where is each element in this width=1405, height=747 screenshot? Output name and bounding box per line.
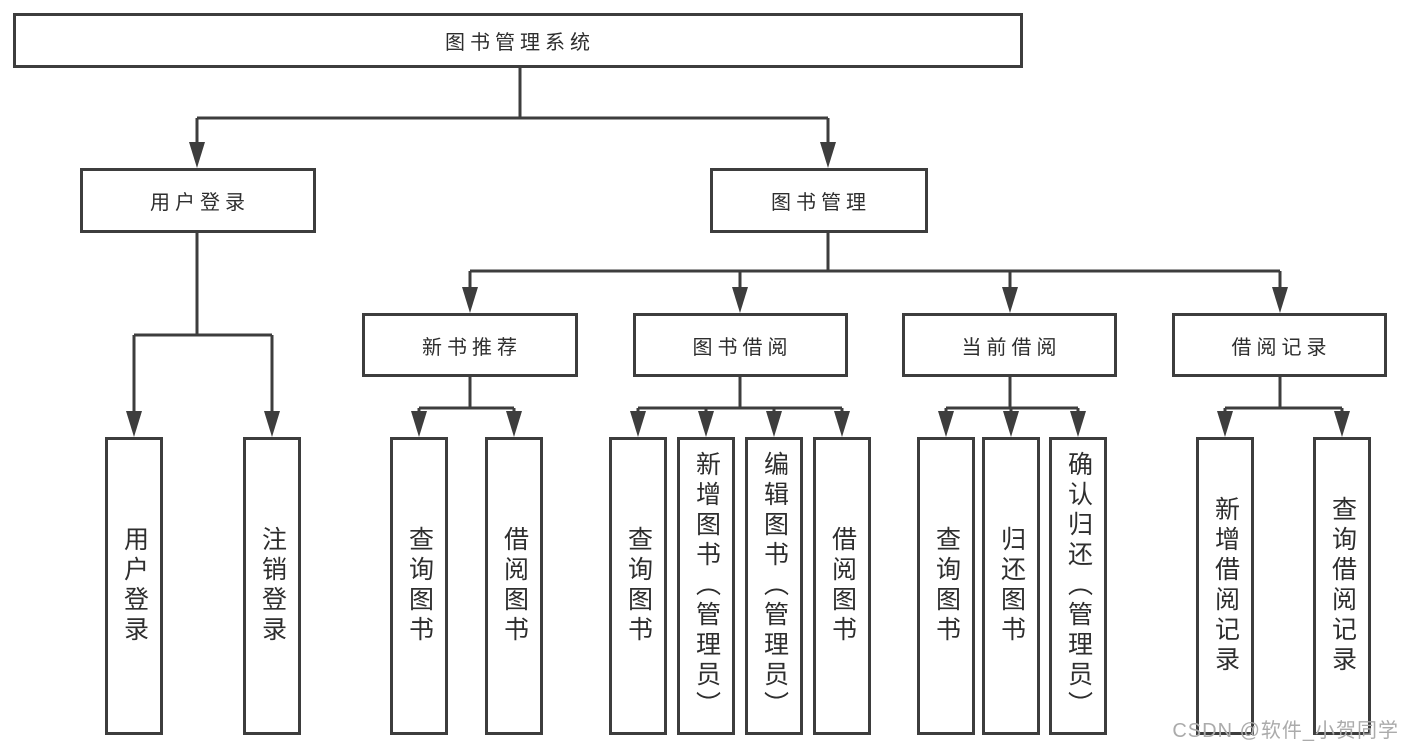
node-label: 归还图书 [997, 526, 1026, 646]
arrow-down-icon [1217, 411, 1233, 437]
node-current-borrowing: 当前借阅 [902, 313, 1117, 377]
node-label: 当前借阅 [961, 336, 1062, 359]
node-label: 查询图书 [405, 526, 434, 646]
arrow-down-icon [834, 411, 850, 437]
node-library-management-system: 图书管理系统 [13, 13, 1023, 68]
node-label: 图书管理系统 [445, 32, 595, 54]
node-new-book-recommend: 新书推荐 [362, 313, 578, 377]
arrow-down-icon [189, 142, 205, 168]
arrow-down-icon [766, 411, 782, 437]
arrowhead-icons [126, 142, 1350, 437]
leaf-return-book: 归还图书 [982, 437, 1040, 735]
arrow-down-icon [1070, 411, 1086, 437]
node-label: 确认归还（管理员） [1064, 451, 1093, 721]
node-label: 新增借阅记录 [1211, 496, 1240, 676]
csdn-watermark: CSDN @软件_小贺同学 [1172, 720, 1399, 742]
leaf-query-book-3: 查询图书 [917, 437, 975, 735]
node-label: 注销登录 [258, 526, 287, 646]
node-label: 查询借阅记录 [1328, 496, 1357, 676]
node-user-login-branch: 用户登录 [80, 168, 316, 233]
node-label: 用户登录 [150, 192, 250, 214]
arrow-down-icon [938, 411, 954, 437]
node-label: 借阅图书 [828, 526, 857, 646]
arrow-down-icon [630, 411, 646, 437]
arrow-down-icon [1334, 411, 1350, 437]
node-book-management-branch: 图书管理 [710, 168, 928, 233]
leaf-confirm-return-admin: 确认归还（管理员） [1049, 437, 1107, 735]
node-label: 查询图书 [932, 526, 961, 646]
node-label: 编辑图书（管理员） [760, 451, 789, 721]
arrow-down-icon [732, 287, 748, 313]
node-label: 用户登录 [120, 526, 149, 646]
node-label: 查询图书 [624, 526, 653, 646]
node-label: 图书借阅 [692, 336, 793, 359]
arrow-down-icon [506, 411, 522, 437]
leaf-add-book-admin: 新增图书（管理员） [677, 437, 735, 735]
leaf-user-login: 用户登录 [105, 437, 163, 735]
arrow-down-icon [1272, 287, 1288, 313]
arrow-down-icon [264, 411, 280, 437]
leaf-add-borrow-record: 新增借阅记录 [1196, 437, 1254, 735]
arrow-down-icon [1003, 411, 1019, 437]
arrow-down-icon [820, 142, 836, 168]
leaf-query-book-1: 查询图书 [390, 437, 448, 735]
leaf-query-borrow-record: 查询借阅记录 [1313, 437, 1371, 735]
leaf-edit-book-admin: 编辑图书（管理员） [745, 437, 803, 735]
leaf-borrow-book-1: 借阅图书 [485, 437, 543, 735]
leaf-logout: 注销登录 [243, 437, 301, 735]
arrow-down-icon [126, 411, 142, 437]
arrow-down-icon [1002, 287, 1018, 313]
leaf-query-book-2: 查询图书 [609, 437, 667, 735]
arrow-down-icon [411, 411, 427, 437]
leaf-borrow-book-2: 借阅图书 [813, 437, 871, 735]
arrow-down-icon [462, 287, 478, 313]
arrow-down-icon [698, 411, 714, 437]
node-book-borrowing: 图书借阅 [633, 313, 848, 377]
node-borrowing-records: 借阅记录 [1172, 313, 1387, 377]
node-label: 图书管理 [771, 192, 871, 214]
node-label: 借阅记录 [1231, 336, 1332, 359]
node-label: 借阅图书 [500, 526, 529, 646]
node-label: 新增图书（管理员） [692, 451, 721, 721]
node-label: 新书推荐 [422, 336, 522, 359]
